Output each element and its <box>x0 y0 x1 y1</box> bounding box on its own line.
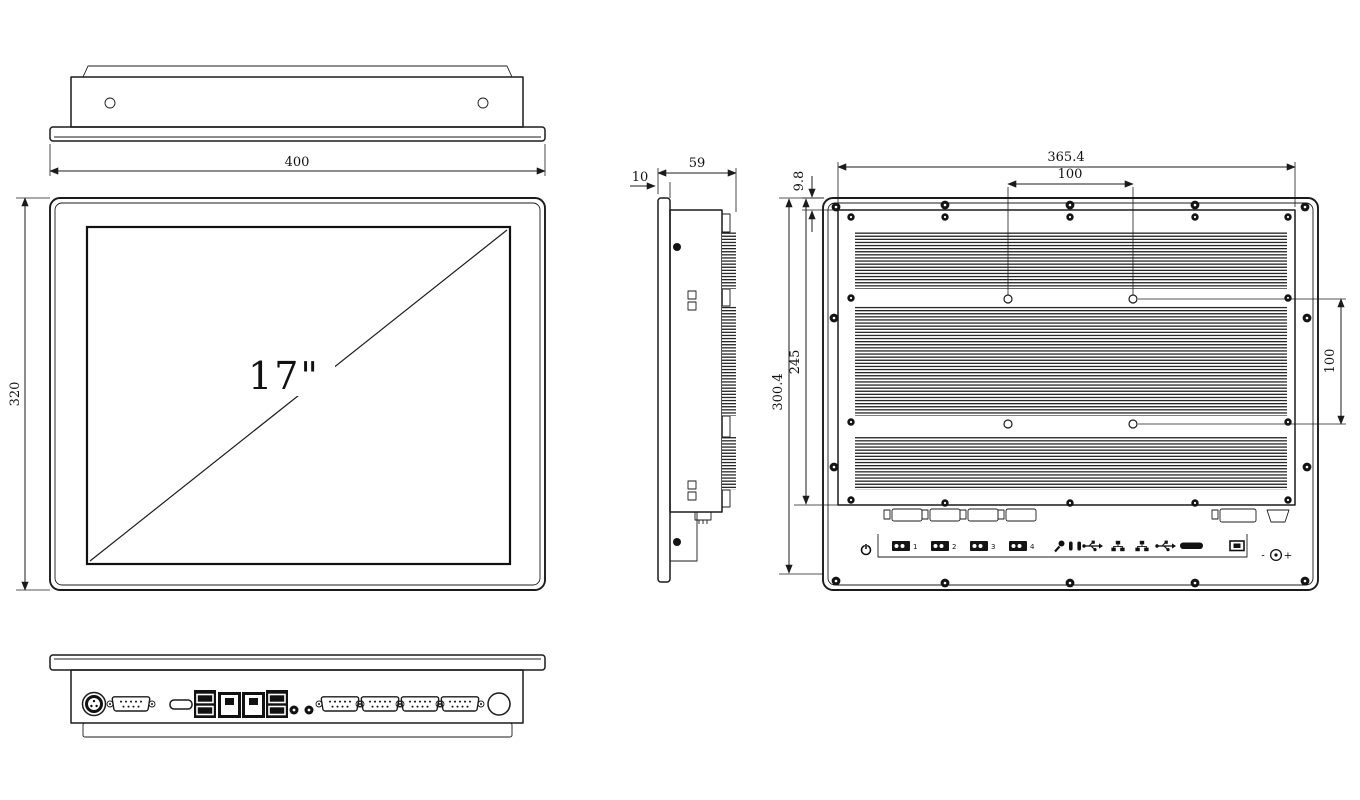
top-view-flange <box>49 126 546 142</box>
antenna-hole <box>487 692 511 716</box>
com-port-icon: 1 <box>892 541 917 551</box>
dimension-panel-thickness: 10 <box>630 170 671 198</box>
heatsink-fins <box>855 437 1287 490</box>
com-port-icon: 4 <box>1009 541 1035 551</box>
top-view-body <box>70 76 524 128</box>
vesa-hole <box>1003 419 1013 429</box>
dimension-rear-top-offset: 9.8 <box>792 171 838 232</box>
dc-power-connector <box>81 691 107 717</box>
vesa-hole <box>1128 294 1138 304</box>
dimension-front-height: 320 <box>8 197 50 591</box>
dimension-vesa-horizontal: 100 <box>1007 167 1134 295</box>
top-view-lip <box>82 65 513 78</box>
lan-icon <box>1110 540 1126 552</box>
rear-cover <box>822 197 1319 591</box>
dim-rear-height-label: 300.4 <box>771 373 786 410</box>
dimension-front-width: 400 <box>49 144 546 176</box>
com1-label: 1 <box>913 543 917 551</box>
dimension-rear-height: 300.4 <box>771 197 824 575</box>
top-view: 400 <box>49 65 546 176</box>
screen <box>85 225 512 566</box>
mic-icon <box>1054 540 1065 553</box>
dimension-rear-cutout-width: 365.4 <box>837 150 1296 207</box>
com3-label: 3 <box>991 543 995 551</box>
usb-icon <box>1154 539 1177 552</box>
power-icon <box>860 543 872 556</box>
lan-icon <box>1134 540 1150 552</box>
usb-ports <box>193 689 217 719</box>
dim-front-height-label: 320 <box>8 382 23 407</box>
dimension-vesa-vertical: 100 <box>1138 298 1346 425</box>
side-screw <box>673 243 681 251</box>
dim-rear-width-label: 365.4 <box>1047 150 1084 165</box>
com2-label: 2 <box>952 543 956 551</box>
mounting-hole <box>477 97 489 109</box>
dim-depth-label: 59 <box>689 156 706 171</box>
serial-port <box>435 696 485 712</box>
heatsink-fins <box>855 232 1287 289</box>
side-view: 59 10 <box>630 156 737 583</box>
dim-rear-finned-height-label: 245 <box>788 350 803 375</box>
headphone-icon <box>1069 541 1081 551</box>
mounting-hole <box>104 97 116 109</box>
usb-icon <box>1081 539 1104 552</box>
bottom-view-step <box>82 722 513 738</box>
display-icon <box>1229 540 1245 552</box>
rear-dc-jack-outline <box>1266 509 1290 523</box>
side-fins <box>722 232 736 289</box>
com4-label: 4 <box>1030 543 1035 551</box>
side-bezel <box>657 197 671 583</box>
com-port-icon: 3 <box>970 541 995 551</box>
front-bezel <box>49 197 546 591</box>
serial-port <box>315 696 365 712</box>
hdmi-port <box>169 699 193 710</box>
side-fins <box>722 437 736 490</box>
dc-jack-icon: - + <box>1261 548 1292 562</box>
dim-panel-thickness-label: 10 <box>632 170 649 185</box>
ethernet-port <box>218 692 241 718</box>
side-body-step <box>669 511 698 562</box>
usb-ports <box>265 689 289 719</box>
audio-jacks <box>289 705 314 715</box>
bottom-view-flange <box>49 654 546 671</box>
dim-vesa-h-label: 100 <box>1058 167 1083 182</box>
dim-front-width-label: 400 <box>285 155 310 170</box>
hdmi-icon <box>1180 542 1203 549</box>
heatsink-fins <box>855 306 1287 416</box>
dc-minus-label: - <box>1261 551 1265 562</box>
front-view: 17" 320 <box>8 197 546 591</box>
side-screw <box>673 538 681 546</box>
serial-port <box>106 696 156 712</box>
com-port-icon: 2 <box>931 541 956 551</box>
rear-view: 1 2 3 4 <box>771 150 1346 591</box>
dc-plus-label: + <box>1284 551 1292 562</box>
serial-port <box>355 696 405 712</box>
screen-size-label: 17" <box>248 354 320 398</box>
vesa-hole <box>1003 294 1013 304</box>
rear-port-label-strip: 1 2 3 4 <box>860 534 1292 562</box>
side-fins <box>722 306 736 416</box>
dim-rear-top-offset-label: 9.8 <box>792 171 807 192</box>
side-body <box>669 209 723 513</box>
rear-finned-panel <box>837 209 1296 506</box>
dimension-depth: 59 <box>657 156 737 212</box>
dim-vesa-v-label: 100 <box>1323 349 1338 374</box>
vesa-hole <box>1128 419 1138 429</box>
ethernet-port <box>242 692 265 718</box>
dimension-rear-finned-height: 245 <box>788 198 838 506</box>
bottom-view <box>49 654 546 738</box>
serial-port <box>395 696 445 712</box>
rear-bottom-connectors <box>883 508 1290 523</box>
